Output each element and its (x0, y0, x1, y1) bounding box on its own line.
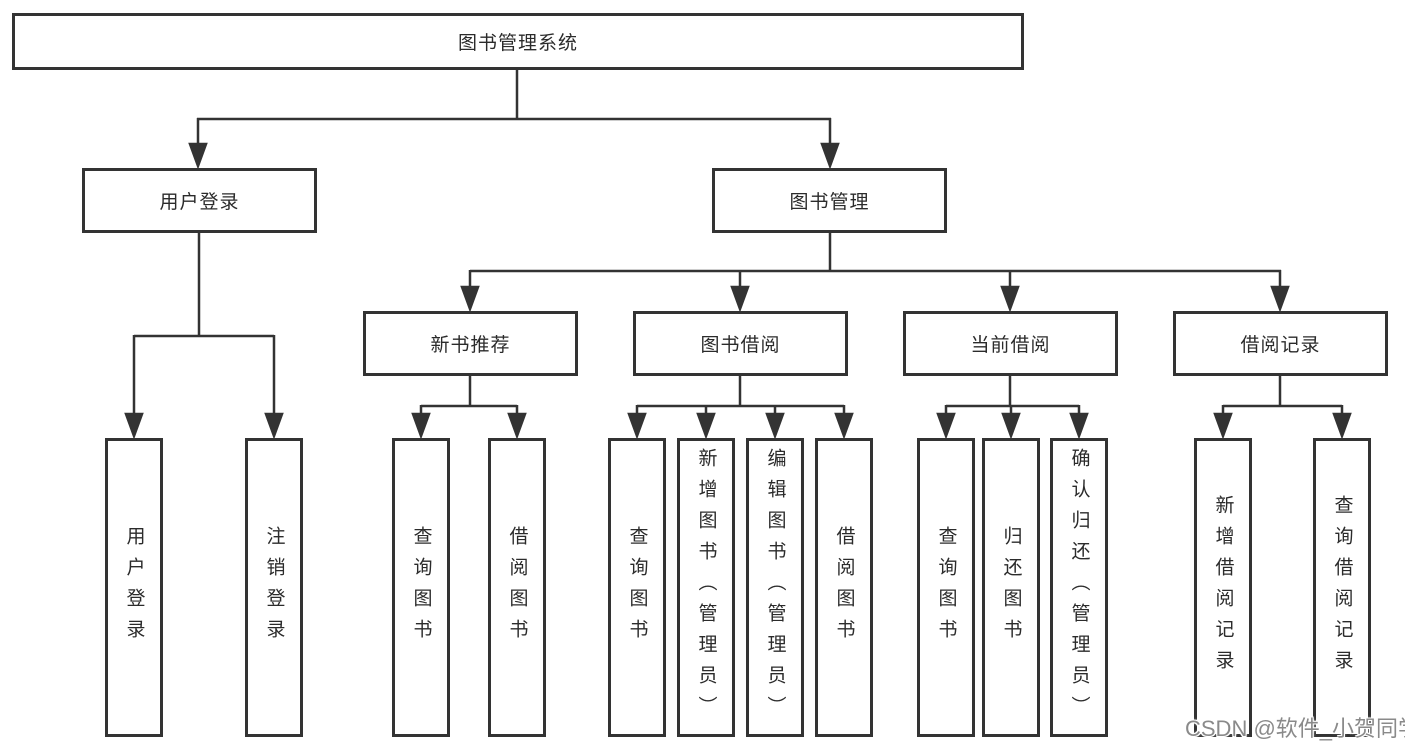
leaf-newbooks-query: 查询图书 (392, 438, 450, 737)
leaf-label: 查询图书 (410, 525, 432, 650)
leaf-current-query: 查询图书 (917, 438, 975, 737)
arrowhead (124, 412, 144, 440)
node-user-login: 用户登录 (82, 168, 317, 233)
leaf-current-return: 归还图书 (982, 438, 1040, 737)
leaf-records-query: 查询借阅记录 (1313, 438, 1371, 737)
arrowhead (411, 412, 431, 440)
arrowhead (820, 142, 840, 170)
arrowhead (627, 412, 647, 440)
leaf-label: 新增借阅记录 (1212, 494, 1234, 681)
leaf-borrow-add-admin: 新增图书（管理员） (677, 438, 735, 737)
node-root-label: 图书管理系统 (457, 33, 578, 54)
leaf-logout: 注销登录 (245, 438, 303, 737)
leaf-label: 用户登录 (123, 525, 145, 650)
node-borrow-records: 借阅记录 (1173, 311, 1388, 376)
leaf-label: 归还图书 (1000, 525, 1022, 650)
arrowhead (730, 285, 750, 313)
node-book-borrow: 图书借阅 (633, 311, 848, 376)
leaf-borrow-borrow: 借阅图书 (815, 438, 873, 737)
leaf-current-confirm-admin: 确认归还（管理员） (1050, 438, 1108, 737)
arrowhead (507, 412, 527, 440)
leaf-user-login: 用户登录 (105, 438, 163, 737)
node-current-borrow-label: 当前借阅 (970, 335, 1051, 356)
arrowhead (765, 412, 785, 440)
arrowhead (1000, 285, 1020, 313)
leaf-label: 确认归还（管理员） (1068, 448, 1090, 727)
node-user-login-label: 用户登录 (159, 192, 240, 213)
arrowhead (188, 142, 208, 170)
node-new-books-label: 新书推荐 (430, 335, 511, 356)
arrowhead (1332, 412, 1352, 440)
csdn-watermark: CSDN @软件_小贺同学 (1185, 716, 1405, 741)
leaf-records-add: 新增借阅记录 (1194, 438, 1252, 737)
arrowhead (834, 412, 854, 440)
leaf-label: 新增图书（管理员） (695, 448, 717, 727)
node-book-mgmt-label: 图书管理 (789, 192, 870, 213)
arrowhead (1213, 412, 1233, 440)
leaf-borrow-query: 查询图书 (608, 438, 666, 737)
arrowhead (1069, 412, 1089, 440)
node-new-books: 新书推荐 (363, 311, 578, 376)
leaf-label: 编辑图书（管理员） (764, 448, 786, 727)
leaf-label: 注销登录 (263, 525, 285, 650)
node-book-borrow-label: 图书借阅 (700, 335, 781, 356)
node-borrow-records-label: 借阅记录 (1240, 335, 1321, 356)
arrowhead (460, 285, 480, 313)
leaf-borrow-edit-admin: 编辑图书（管理员） (746, 438, 804, 737)
arrowhead (1001, 412, 1021, 440)
arrowhead (696, 412, 716, 440)
leaf-label: 查询借阅记录 (1331, 494, 1353, 681)
node-book-mgmt: 图书管理 (712, 168, 947, 233)
leaf-label: 借阅图书 (506, 525, 528, 650)
leaf-newbooks-borrow: 借阅图书 (488, 438, 546, 737)
leaf-label: 借阅图书 (833, 525, 855, 650)
arrowhead (264, 412, 284, 440)
arrowhead (1270, 285, 1290, 313)
leaf-label: 查询图书 (626, 525, 648, 650)
node-root: 图书管理系统 (12, 13, 1024, 70)
node-current-borrow: 当前借阅 (903, 311, 1118, 376)
leaf-label: 查询图书 (935, 525, 957, 650)
arrowhead (936, 412, 956, 440)
